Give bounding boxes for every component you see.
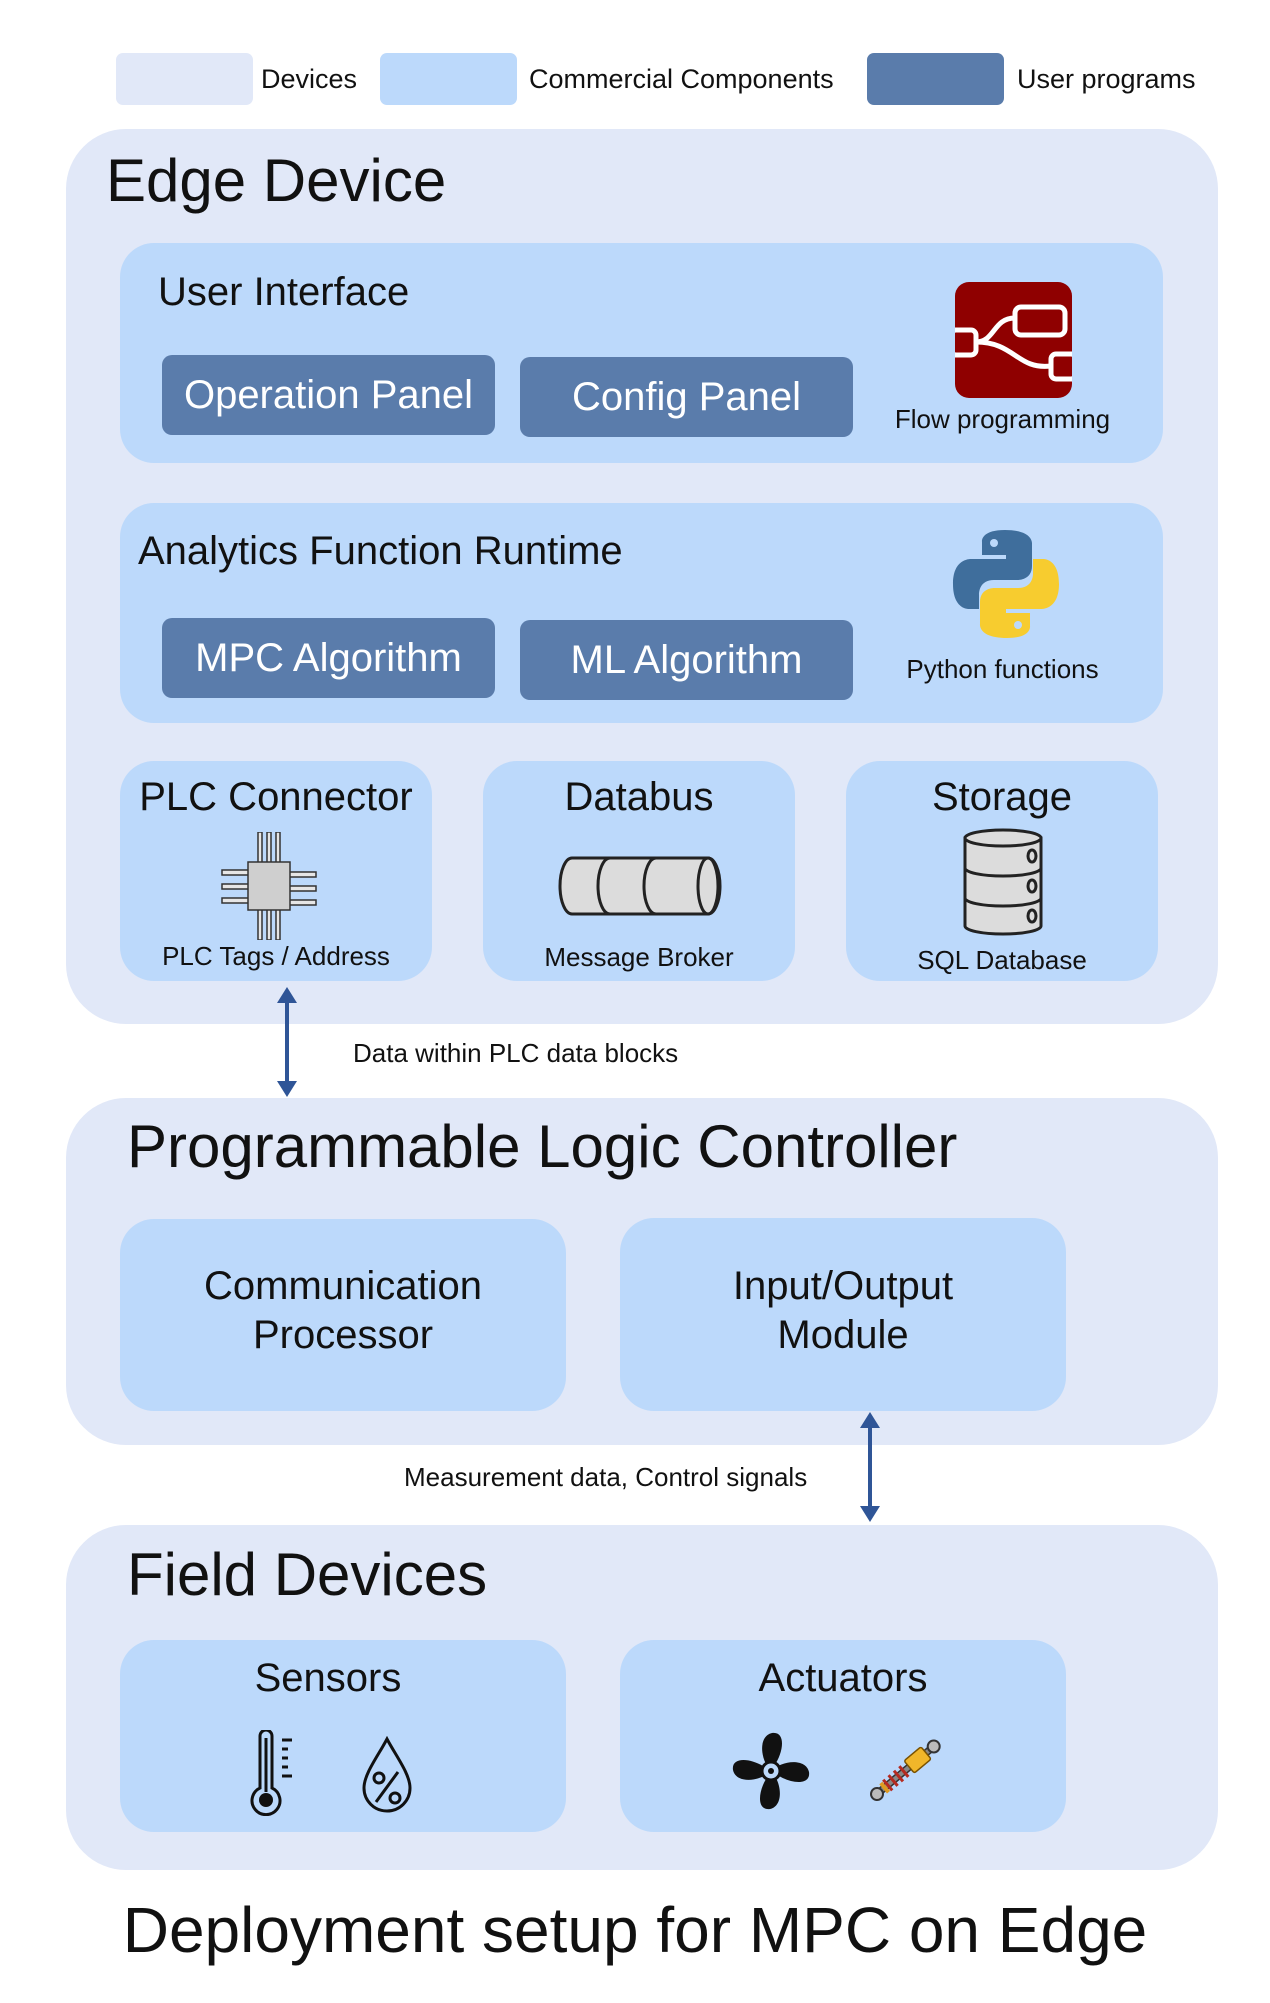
chip-icon bbox=[221, 832, 317, 940]
legend-swatch-commercial bbox=[380, 53, 517, 105]
edge-device-title: Edge Device bbox=[106, 147, 447, 214]
message-queue-icon bbox=[558, 856, 722, 916]
communication-processor-line1: Communication bbox=[204, 1264, 482, 1308]
io-module-box bbox=[620, 1218, 1066, 1411]
communication-processor-line2: Processor bbox=[252, 1313, 434, 1357]
legend-swatch-devices bbox=[116, 53, 253, 105]
plc-connector-title: PLC Connector bbox=[139, 775, 413, 819]
database-icon bbox=[963, 828, 1043, 936]
sql-database-caption: SQL Database bbox=[917, 945, 1087, 975]
communication-processor-box bbox=[120, 1219, 566, 1411]
python-functions-caption: Python functions bbox=[906, 654, 1099, 684]
legend-swatch-user-programs bbox=[867, 53, 1004, 105]
io-module-line2: Module bbox=[777, 1313, 909, 1357]
legend-label-user-programs: User programs bbox=[1017, 64, 1196, 94]
mpc-algorithm-program: MPC Algorithm bbox=[162, 618, 495, 698]
plc-field-link-label: Measurement data, Control signals bbox=[404, 1462, 808, 1492]
analytics-runtime-title: Analytics Function Runtime bbox=[138, 529, 623, 573]
user-interface-title: User Interface bbox=[158, 270, 410, 314]
config-panel-program: Config Panel bbox=[520, 357, 853, 437]
field-devices-title: Field Devices bbox=[127, 1541, 488, 1608]
node-red-flow-icon bbox=[955, 282, 1072, 398]
legend-label-commercial: Commercial Components bbox=[529, 64, 834, 94]
plc-tags-caption: PLC Tags / Address bbox=[162, 941, 390, 971]
message-broker-caption: Message Broker bbox=[544, 942, 734, 972]
actuators-box bbox=[620, 1640, 1066, 1832]
thermometer-icon bbox=[250, 1730, 292, 1816]
storage-title: Storage bbox=[931, 775, 1073, 819]
humidity-icon bbox=[362, 1736, 412, 1813]
ml-algorithm-program: ML Algorithm bbox=[520, 620, 853, 700]
plc-field-arrow bbox=[860, 1412, 880, 1522]
databus-title: Databus bbox=[564, 775, 714, 819]
plc-title: Programmable Logic Controller bbox=[127, 1113, 958, 1180]
legend-label-devices: Devices bbox=[261, 64, 358, 94]
operation-panel-program: Operation Panel bbox=[162, 355, 495, 435]
python-logo-icon bbox=[953, 530, 1059, 638]
edge-plc-link-label: Data within PLC data blocks bbox=[353, 1038, 679, 1068]
actuators-title: Actuators bbox=[758, 1656, 928, 1700]
flow-programming-caption: Flow programming bbox=[894, 404, 1111, 434]
diagram-caption: Deployment setup for MPC on Edge bbox=[122, 1894, 1148, 1966]
io-module-line1: Input/Output bbox=[732, 1264, 954, 1308]
shock-absorber-icon bbox=[870, 1739, 941, 1802]
fan-icon bbox=[732, 1732, 810, 1810]
sensors-box bbox=[120, 1640, 566, 1832]
edge-plc-arrow bbox=[277, 987, 297, 1097]
sensors-title: Sensors bbox=[254, 1656, 402, 1700]
